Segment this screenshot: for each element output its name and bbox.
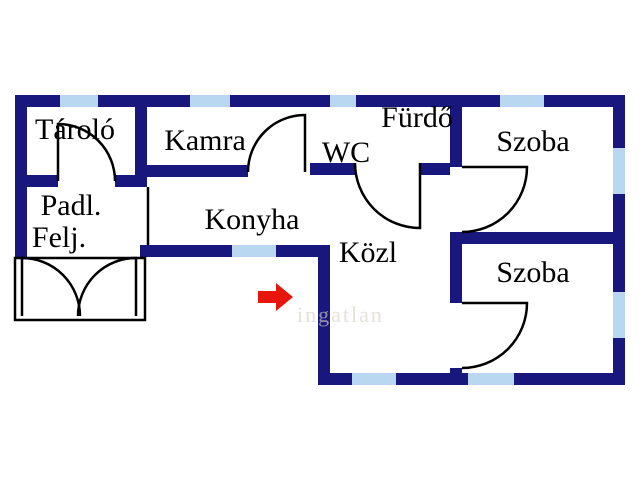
wall-rooms-divider-lower xyxy=(450,368,462,385)
wall-lower-section-left xyxy=(318,245,330,385)
wall-rooms-divider-mid xyxy=(450,244,462,303)
window-top-2 xyxy=(190,95,230,107)
room-label-szoba-bottom: Szoba xyxy=(496,256,569,289)
entrance-arrow-icon xyxy=(258,283,293,311)
porch-outline xyxy=(13,256,147,322)
room-label-felj: Felj. xyxy=(32,221,86,254)
wall-rooms-divider-upper xyxy=(450,107,462,167)
window-right-1 xyxy=(613,148,625,194)
door-arc-entry-right xyxy=(76,256,138,317)
wall-wc-bottom xyxy=(310,163,355,175)
wall-szoba-divider xyxy=(450,232,625,244)
room-label-furdo: Fürdő xyxy=(381,101,453,134)
door-arc-kamra xyxy=(246,113,307,173)
window-top-1 xyxy=(60,95,98,107)
door-arc-furdo xyxy=(353,162,422,230)
room-label-kozl: Közl xyxy=(339,236,397,269)
window-right-2 xyxy=(613,292,625,338)
window-bottom-2 xyxy=(468,373,514,385)
window-kitchen xyxy=(232,245,276,257)
wall-furdo-bottom xyxy=(420,163,450,175)
door-arc-entry-left xyxy=(20,256,82,317)
room-label-szoba-top: Szoba xyxy=(496,125,569,158)
wall-below-tarolo-right xyxy=(115,175,147,187)
door-arc-tarolo xyxy=(56,122,117,182)
room-label-tarolo: Tároló xyxy=(35,113,115,146)
room-label-kamra: Kamra xyxy=(164,124,246,157)
wall-tarolo-kamra xyxy=(135,107,147,187)
room-label-wc: WC xyxy=(322,136,370,169)
door-arc-szoba-top xyxy=(461,165,529,234)
watermark-text: ingatlan xyxy=(297,302,384,327)
wall-below-tarolo-left xyxy=(15,175,58,187)
room-label-konyha: Konyha xyxy=(205,203,300,236)
wall-top-outer xyxy=(15,95,625,107)
door-arc-szoba-bottom xyxy=(461,301,529,370)
window-top-4 xyxy=(500,95,544,107)
wall-kamra-bottom xyxy=(147,165,248,177)
window-bottom-1 xyxy=(352,373,396,385)
room-label-padl: Padl. xyxy=(41,189,102,222)
window-top-3 xyxy=(330,95,356,107)
